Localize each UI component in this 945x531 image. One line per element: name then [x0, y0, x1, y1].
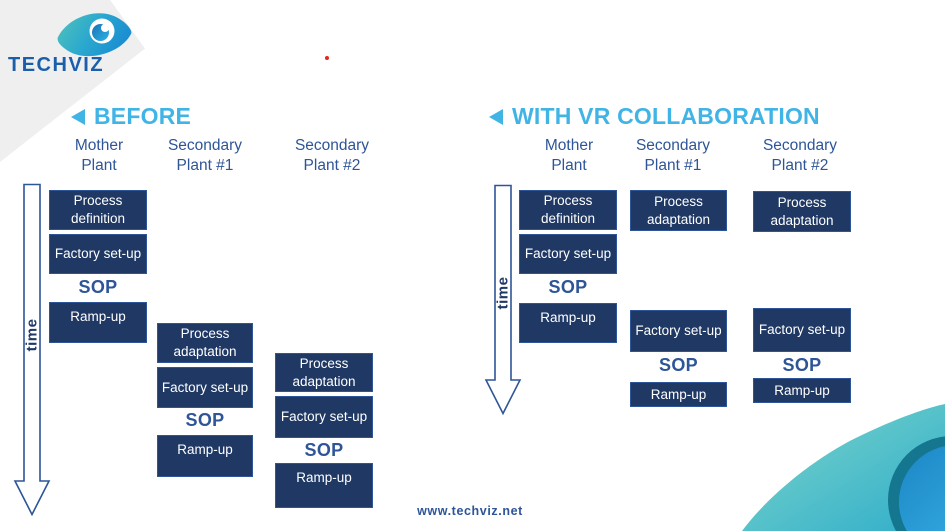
time-label: time	[23, 318, 41, 352]
step-factory-set-up: Factory set-up	[157, 367, 253, 408]
chevron-left-icon	[489, 108, 503, 125]
column-header-secondary-plant-1: Secondary Plant #1	[167, 137, 243, 174]
sop-milestone-label: SOP	[548, 277, 588, 297]
section-title-with-vr: WITH VR COLLABORATION	[489, 103, 820, 130]
down-arrow-icon	[13, 183, 51, 517]
pointer-dot	[325, 56, 329, 60]
time-label: time	[494, 276, 512, 310]
step-factory-set-up: Factory set-up	[275, 396, 373, 438]
step-ramp-up: Ramp-up	[275, 463, 373, 508]
step-ramp-up: Ramp-up	[753, 378, 851, 403]
step-factory-set-up: Factory set-up	[519, 234, 617, 274]
column-header-mother-plant: Mother Plant	[544, 137, 594, 174]
step-ramp-up: Ramp-up	[630, 382, 727, 407]
column-header-mother-plant: Mother Plant	[74, 137, 124, 174]
footer-url: www.techviz.net	[417, 504, 523, 518]
brand-name: TECHVIZ	[8, 54, 105, 76]
chevron-left-icon	[71, 108, 85, 125]
column-header-secondary-plant-1: Secondary Plant #1	[635, 137, 711, 174]
section-title-text: WITH VR COLLABORATION	[512, 103, 820, 129]
sop-milestone-label: SOP	[659, 355, 698, 375]
step-process-adaptation: Process adaptation	[753, 191, 851, 232]
step-ramp-up: Ramp-up	[519, 303, 617, 343]
step-process-adaptation: Process adaptation	[275, 353, 373, 392]
step-process-adaptation: Process adaptation	[157, 323, 253, 363]
column-header-secondary-plant-2: Secondary Plant #2	[762, 137, 838, 174]
step-process-adaptation: Process adaptation	[630, 190, 727, 231]
time-arrow-with-vr: time	[483, 184, 523, 417]
time-arrow-before: time	[12, 183, 52, 517]
corner-decoration-eye-icon	[742, 404, 945, 531]
step-factory-set-up: Factory set-up	[753, 308, 851, 352]
step-process-definition: Process definition	[49, 190, 147, 230]
step-factory-set-up: Factory set-up	[49, 234, 147, 274]
sop-milestone-label: SOP	[782, 355, 822, 375]
step-process-definition: Process definition	[519, 190, 617, 230]
column-header-secondary-plant-2: Secondary Plant #2	[294, 137, 370, 174]
sop-milestone-label: SOP	[304, 440, 344, 460]
section-title-before: BEFORE	[71, 103, 191, 130]
section-title-text: BEFORE	[94, 103, 192, 129]
sop-milestone-label: SOP	[185, 410, 225, 430]
step-factory-set-up: Factory set-up	[630, 310, 727, 352]
techviz-eye-icon	[57, 13, 132, 57]
step-ramp-up: Ramp-up	[49, 302, 147, 343]
sop-milestone-label: SOP	[78, 277, 118, 297]
down-arrow-icon	[484, 184, 522, 416]
step-ramp-up: Ramp-up	[157, 435, 253, 477]
